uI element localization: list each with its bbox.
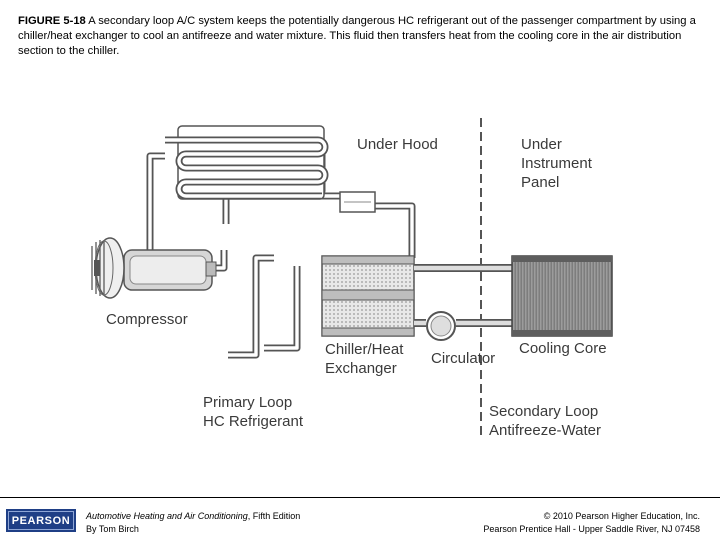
caption-text: A secondary loop A/C system keeps the po… [18, 15, 696, 57]
pearson-logo: PEARSON [6, 509, 76, 532]
footer-copyright: © 2010 Pearson Higher Education, Inc. Pe… [483, 510, 700, 536]
label-under-instrument-panel-line-2: Instrument [521, 155, 593, 172]
label-cooling-core: Cooling Core [519, 340, 607, 357]
label-under-instrument-panel-line-3: Panel [521, 174, 559, 191]
label-secondary-loop-line-1: Secondary Loop [489, 403, 598, 420]
publisher-line: Pearson Prentice Hall - Upper Saddle Riv… [483, 524, 700, 534]
label-secondary-loop: Secondary Loop Antifreeze-Water [489, 403, 602, 439]
label-chiller-line-1: Chiller/Heat [325, 341, 404, 358]
footer-book-info: Automotive Heating and Air Conditioning,… [86, 510, 300, 536]
label-primary-loop-line-1: Primary Loop [203, 394, 292, 411]
expansion-valve [339, 191, 376, 213]
book-edition: , Fifth Edition [247, 511, 301, 521]
figure-number: FIGURE 5-18 [18, 15, 86, 27]
book-title: Automotive Heating and Air Conditioning [86, 511, 248, 521]
label-secondary-loop-line-2: Antifreeze-Water [489, 422, 601, 439]
label-chiller-heat-exchanger: Chiller/Heat Exchanger [325, 341, 408, 377]
secondary-loop-piping [414, 264, 512, 327]
label-compressor: Compressor [106, 311, 188, 328]
copyright-line: © 2010 Pearson Higher Education, Inc. [543, 511, 700, 521]
label-under-instrument-panel: Under Instrument Panel [521, 136, 596, 191]
label-chiller-line-2: Exchanger [325, 360, 397, 377]
compressor [91, 237, 217, 299]
footer-divider [0, 497, 720, 498]
label-primary-loop: Primary Loop HC Refrigerant [203, 394, 304, 430]
label-primary-loop-line-2: HC Refrigerant [203, 413, 304, 430]
label-circulator: Circulator [431, 350, 495, 367]
label-under-instrument-panel-line-1: Under [521, 136, 562, 153]
circulator-pump [426, 311, 456, 341]
label-under-hood: Under Hood [357, 136, 438, 153]
secondary-loop-diagram: Under Hood Under Instrument Panel Compre… [91, 118, 613, 440]
condenser-coil [165, 125, 329, 200]
chiller-heat-exchanger [321, 255, 415, 337]
cooling-core [511, 255, 613, 337]
book-author: By Tom Birch [86, 524, 139, 534]
figure-caption: FIGURE 5-18 A secondary loop A/C system … [18, 14, 706, 59]
